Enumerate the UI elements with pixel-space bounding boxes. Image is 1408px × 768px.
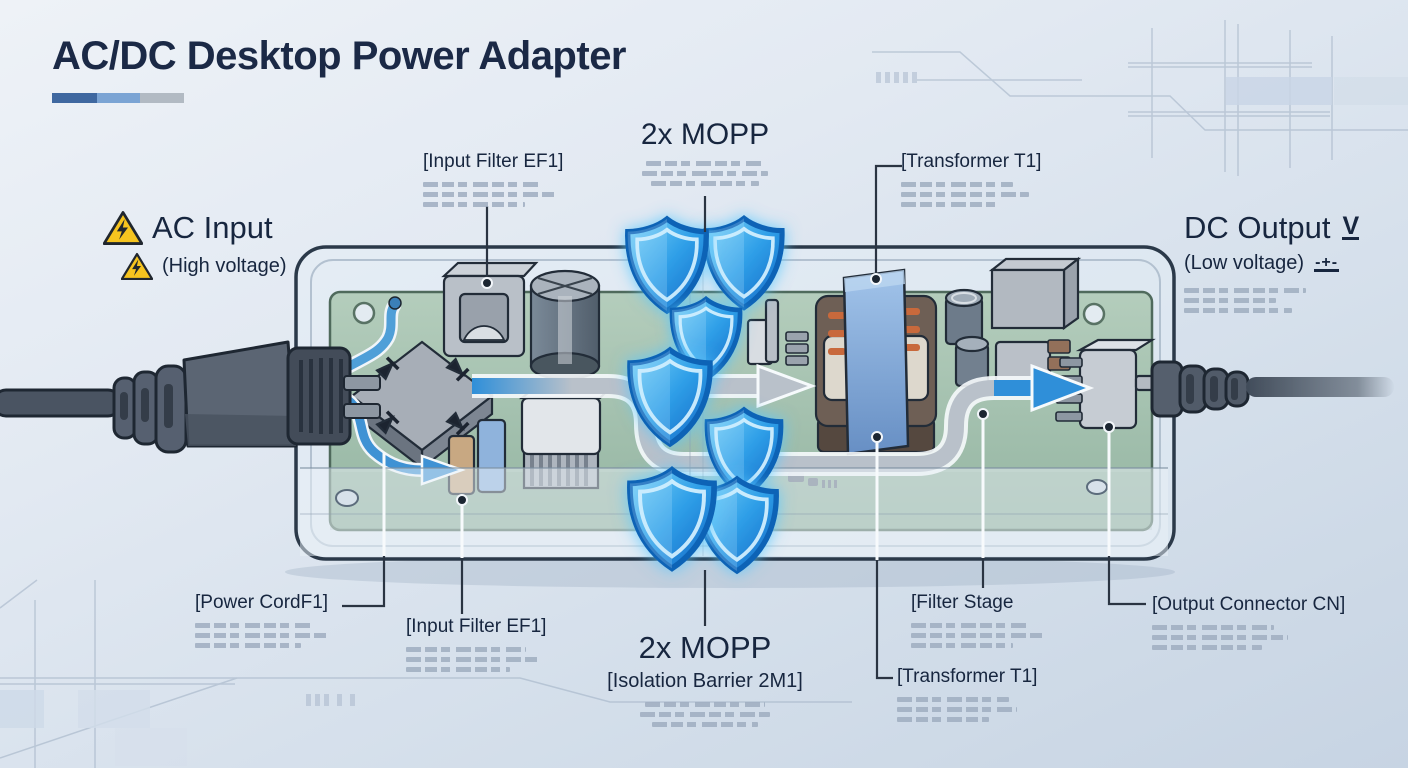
bulk-capacitor (529, 269, 601, 381)
placeholder-line (652, 722, 758, 727)
accent-bar-segment (52, 93, 97, 103)
placeholder-line (911, 633, 1043, 638)
placeholder-line (901, 192, 1029, 197)
placeholder-text (598, 702, 812, 727)
placeholder-line (901, 202, 997, 207)
placeholder-line (897, 697, 1009, 702)
callout-mopp-top: 2x MOPP (628, 118, 782, 186)
page-title: AC/DC Desktop Power Adapter (52, 34, 627, 78)
placeholder-line (1184, 288, 1306, 293)
placeholder-line (646, 161, 764, 166)
callout-power-cord: [Power CordF1] (195, 592, 328, 648)
accent-bar-segment (140, 93, 184, 103)
placeholder-text (897, 697, 1037, 722)
placeholder-line (406, 657, 540, 662)
callout-output-connector: [Output Connector CN] (1152, 594, 1345, 650)
callout-label: 2x MOPP (640, 118, 770, 151)
callout-input-filter-top: [Input Filter EF1] (423, 151, 563, 207)
callout-sublabel: (High voltage) (162, 255, 287, 277)
placeholder-line (195, 643, 301, 648)
placeholder-text (195, 623, 328, 648)
callout-label: [Transformer T1] (897, 666, 1038, 687)
callout-filter-stage: [Filter Stage (911, 592, 1043, 648)
placeholder-line (897, 717, 989, 722)
placeholder-line (645, 702, 765, 707)
callout-label: [Filter Stage (911, 592, 1014, 613)
placeholder-line (423, 182, 541, 187)
placeholder-line (911, 623, 1029, 628)
placeholder-line (423, 202, 525, 207)
placeholder-line (406, 647, 526, 652)
secondary-capacitors (944, 288, 990, 388)
placeholder-text (901, 182, 1041, 207)
placeholder-line (1152, 635, 1288, 640)
placeholder-line (1152, 645, 1262, 650)
accent-bar-segment (97, 93, 140, 103)
flow-arrow-blue (1030, 363, 1095, 413)
input-filter-component (441, 261, 539, 358)
placeholder-text (1152, 625, 1345, 650)
callout-mopp-bottom: 2x MOPP [Isolation Barrier 2M1] (598, 630, 812, 727)
callout-sublabel: [Isolation Barrier 2M1] (607, 670, 803, 692)
callout-label: [Transformer T1] (901, 151, 1042, 172)
placeholder-line (651, 181, 759, 186)
placeholder-line (640, 712, 770, 717)
power-plug (0, 340, 381, 454)
leader-lines (342, 164, 1146, 680)
title-accent-bar (52, 93, 184, 103)
callout-label: [Power CordF1] (195, 592, 329, 613)
placeholder-text (911, 623, 1043, 648)
dc-voltage-symbol: -+- (1314, 254, 1340, 272)
callout-sublabel: (Low voltage) (1184, 252, 1305, 274)
flow-arrow-gray (756, 363, 817, 409)
device-shadow (285, 556, 1175, 588)
placeholder-line (423, 192, 555, 197)
callout-input-filter-bottom: [Input Filter EF1] (406, 616, 546, 672)
callout-label: [Input Filter EF1] (406, 616, 547, 637)
components (350, 256, 1156, 496)
callout-label: AC Input (152, 210, 273, 245)
output-cable (1150, 360, 1394, 418)
placeholder-line (195, 623, 313, 628)
placeholder-text (406, 647, 546, 672)
placeholder-line (897, 707, 1017, 712)
placeholder-text (628, 161, 782, 186)
callout-dc-output: DC Output V (Low voltage) -+- (1184, 210, 1360, 313)
power-cord-left (0, 388, 122, 418)
placeholder-line (1152, 625, 1274, 630)
placeholder-line (1184, 298, 1276, 303)
placeholder-text (423, 182, 563, 207)
placeholder-line (911, 643, 1013, 648)
callout-label: [Input Filter EF1] (423, 151, 564, 172)
warning-triangle-icon (103, 211, 143, 245)
callout-label: 2x MOPP (638, 630, 772, 665)
placeholder-line (406, 667, 510, 672)
callout-label: [Output Connector CN] (1152, 594, 1346, 615)
placeholder-line (901, 182, 1013, 187)
warning-triangle-icon (121, 252, 153, 281)
callout-transformer-bottom: [Transformer T1] (897, 666, 1037, 722)
placeholder-line (642, 171, 768, 176)
placeholder-line (1184, 308, 1292, 313)
callout-label: DC Output (1184, 210, 1331, 245)
placeholder-text (1184, 288, 1359, 313)
callout-ac-input: AC Input (High voltage) (103, 210, 287, 281)
dc-voltage-symbol: V (1342, 212, 1360, 240)
transformer (814, 268, 938, 456)
placeholder-line (195, 633, 327, 638)
callout-transformer-top: [Transformer T1] (901, 151, 1041, 207)
background-traces (0, 20, 1408, 768)
